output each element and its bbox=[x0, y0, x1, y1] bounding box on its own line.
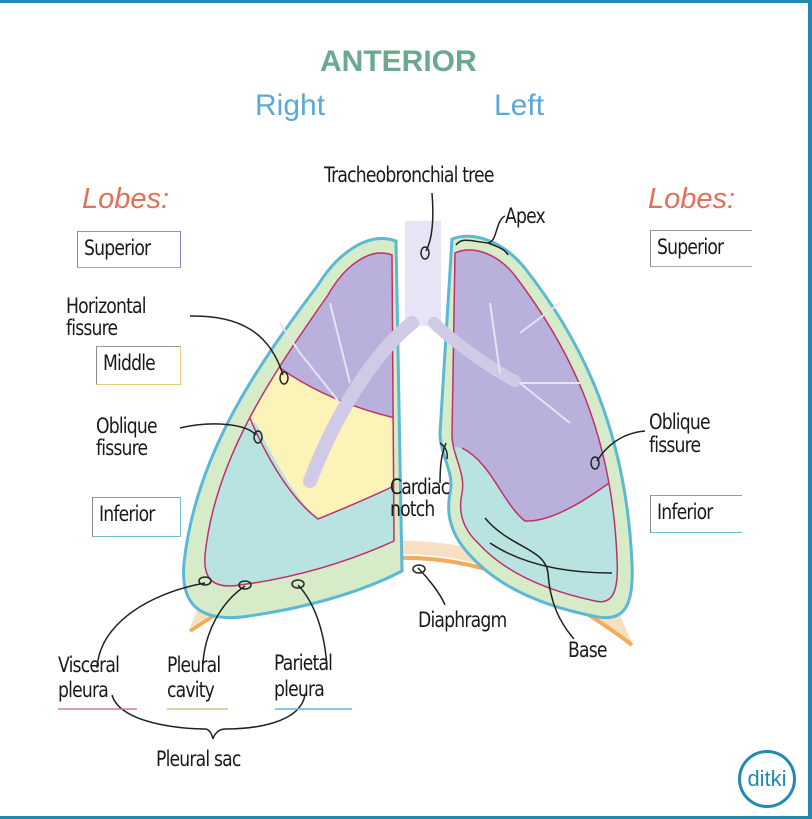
left-oblique-label-1: Oblique bbox=[649, 410, 711, 434]
right-oblique-label-1: Oblique bbox=[96, 414, 158, 438]
trachea bbox=[405, 221, 441, 326]
parietal-pleura-label-2: pleura bbox=[274, 677, 325, 701]
left-side-label: Left bbox=[494, 89, 545, 122]
cardiac-notch-label-2: notch bbox=[390, 497, 435, 521]
right-inferior-label: Inferior bbox=[99, 502, 155, 526]
horizontal-fissure-label-2: fissure bbox=[66, 316, 118, 340]
right-middle-box: Middle bbox=[96, 346, 181, 385]
right-visceral-pleura bbox=[204, 252, 395, 587]
left-inferior-label: Inferior bbox=[657, 500, 713, 524]
left-visceral-pleura bbox=[451, 249, 619, 603]
logo-text: ditki bbox=[747, 766, 787, 791]
pleural-sac-label: Pleural sac bbox=[156, 747, 241, 771]
left-oblique-label-2: fissure bbox=[649, 433, 701, 457]
left-oblique-fissure bbox=[461, 442, 618, 522]
parietal-pleura-label-1: Parietal bbox=[274, 651, 333, 675]
right-oblique-label-2: fissure bbox=[96, 436, 148, 460]
right-superior-label: Superior bbox=[84, 236, 151, 260]
trachea-label: Tracheobronchial tree bbox=[324, 163, 494, 187]
leader-lines bbox=[96, 192, 646, 740]
visceral-pleura-label-2: pleura bbox=[58, 678, 109, 702]
pleural-cavity-label-1: Pleural bbox=[167, 653, 221, 677]
left-main-bronchus bbox=[428, 317, 521, 387]
base-label: Base bbox=[568, 638, 607, 662]
left-superior-label: Superior bbox=[657, 235, 724, 259]
cardiac-notch-label-1: Cardiac bbox=[390, 475, 450, 499]
apex-label: Apex bbox=[505, 204, 546, 228]
right-middle-label: Middle bbox=[103, 351, 156, 375]
left-superior-box: Superior bbox=[650, 230, 752, 267]
left-inferior-box: Inferior bbox=[650, 495, 742, 533]
right-lobes-heading: Lobes: bbox=[82, 183, 170, 215]
lung-illustration bbox=[58, 192, 646, 740]
pleural-cavity-label-2: cavity bbox=[167, 678, 215, 702]
right-inferior-box: Inferior bbox=[92, 497, 181, 537]
ditki-logo: ditki bbox=[738, 750, 796, 808]
diaphragm-label: Diaphragm bbox=[418, 608, 507, 632]
visceral-pleura-label-1: Visceral bbox=[58, 653, 120, 677]
view-title: ANTERIOR bbox=[320, 45, 477, 78]
right-main-bronchus bbox=[303, 316, 419, 488]
left-lobes-heading: Lobes: bbox=[648, 183, 736, 215]
right-superior-box: Superior bbox=[77, 231, 181, 268]
right-side-label: Right bbox=[255, 89, 326, 122]
bronchial-branches bbox=[279, 302, 580, 424]
horizontal-fissure-label-1: Horizontal bbox=[66, 294, 147, 318]
right-oblique-fissure bbox=[239, 392, 394, 520]
